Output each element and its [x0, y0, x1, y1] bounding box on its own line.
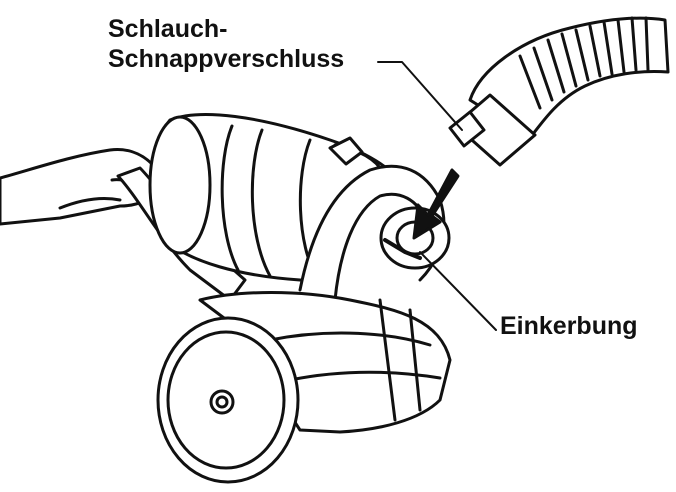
hose-snap-label-line1: Schlauch- — [108, 15, 228, 43]
insertion-arrow — [412, 168, 460, 240]
hose — [448, 16, 670, 167]
leader-lines — [377, 61, 497, 331]
wheel — [156, 316, 300, 484]
hose-snap-label-line2: Schnappverschluss — [108, 45, 345, 73]
notch-label: Einkerbung — [500, 312, 638, 340]
